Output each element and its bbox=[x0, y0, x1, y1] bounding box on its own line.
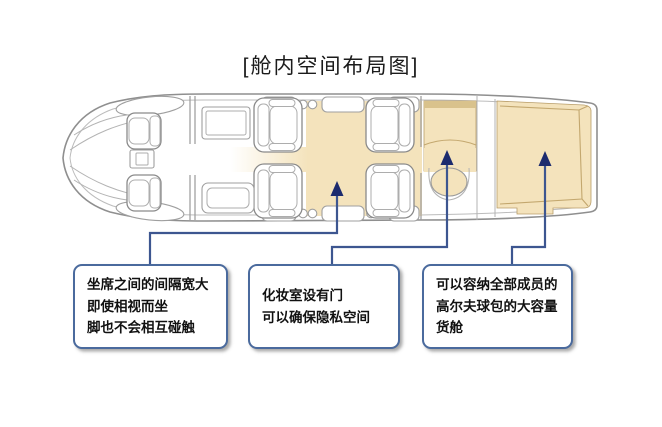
callout-text-line: 可以确保隐私空间 bbox=[262, 309, 370, 325]
lavatory-counter-strip bbox=[424, 101, 476, 108]
club-seat-front-right bbox=[365, 97, 415, 153]
cockpit bbox=[69, 95, 185, 222]
callout-connectors bbox=[148, 150, 552, 266]
callout-box-cargo: 可以容纳全部成员的 高尔夫球包的大容量 货舱 bbox=[422, 264, 573, 349]
cargo-frame bbox=[499, 105, 589, 207]
callout-text-line: 货舱 bbox=[436, 320, 463, 336]
callout-text-line: 高尔夫球包的大容量 bbox=[436, 298, 558, 314]
callout-text-line: 可以容纳全部成员的 bbox=[436, 276, 558, 292]
diagram-title: [舱内空间布局图] bbox=[242, 55, 420, 78]
pilot-seat-left bbox=[126, 112, 162, 150]
club-seat-rear-right bbox=[365, 163, 415, 219]
pilot-seat-right bbox=[126, 174, 162, 212]
club-seat-front-left bbox=[253, 97, 303, 153]
partitions-and-cabinets bbox=[189, 96, 496, 220]
seating-arrow-icon bbox=[330, 181, 344, 196]
lavatory-arrow-icon bbox=[440, 150, 454, 165]
toilet bbox=[430, 167, 468, 197]
callout-text-line: 即使相视而坐 bbox=[87, 298, 168, 314]
lavatory-area bbox=[423, 139, 477, 201]
callout-box-lavatory: 化妆室设有门 可以确保隐私空间 bbox=[248, 264, 400, 349]
callout-text-line: 化妆室设有门 bbox=[262, 287, 343, 303]
club-seat-rear-left bbox=[253, 163, 303, 219]
callout-text-line: 脚也不会相互碰触 bbox=[87, 320, 195, 336]
callout-box-seat-spacing: 坐席之间的间隔宽大 即使相视而坐 脚也不会相互碰触 bbox=[73, 264, 228, 349]
cargo-arrow-icon bbox=[538, 151, 552, 166]
callout-text-line: 坐席之间的间隔宽大 bbox=[87, 276, 209, 292]
